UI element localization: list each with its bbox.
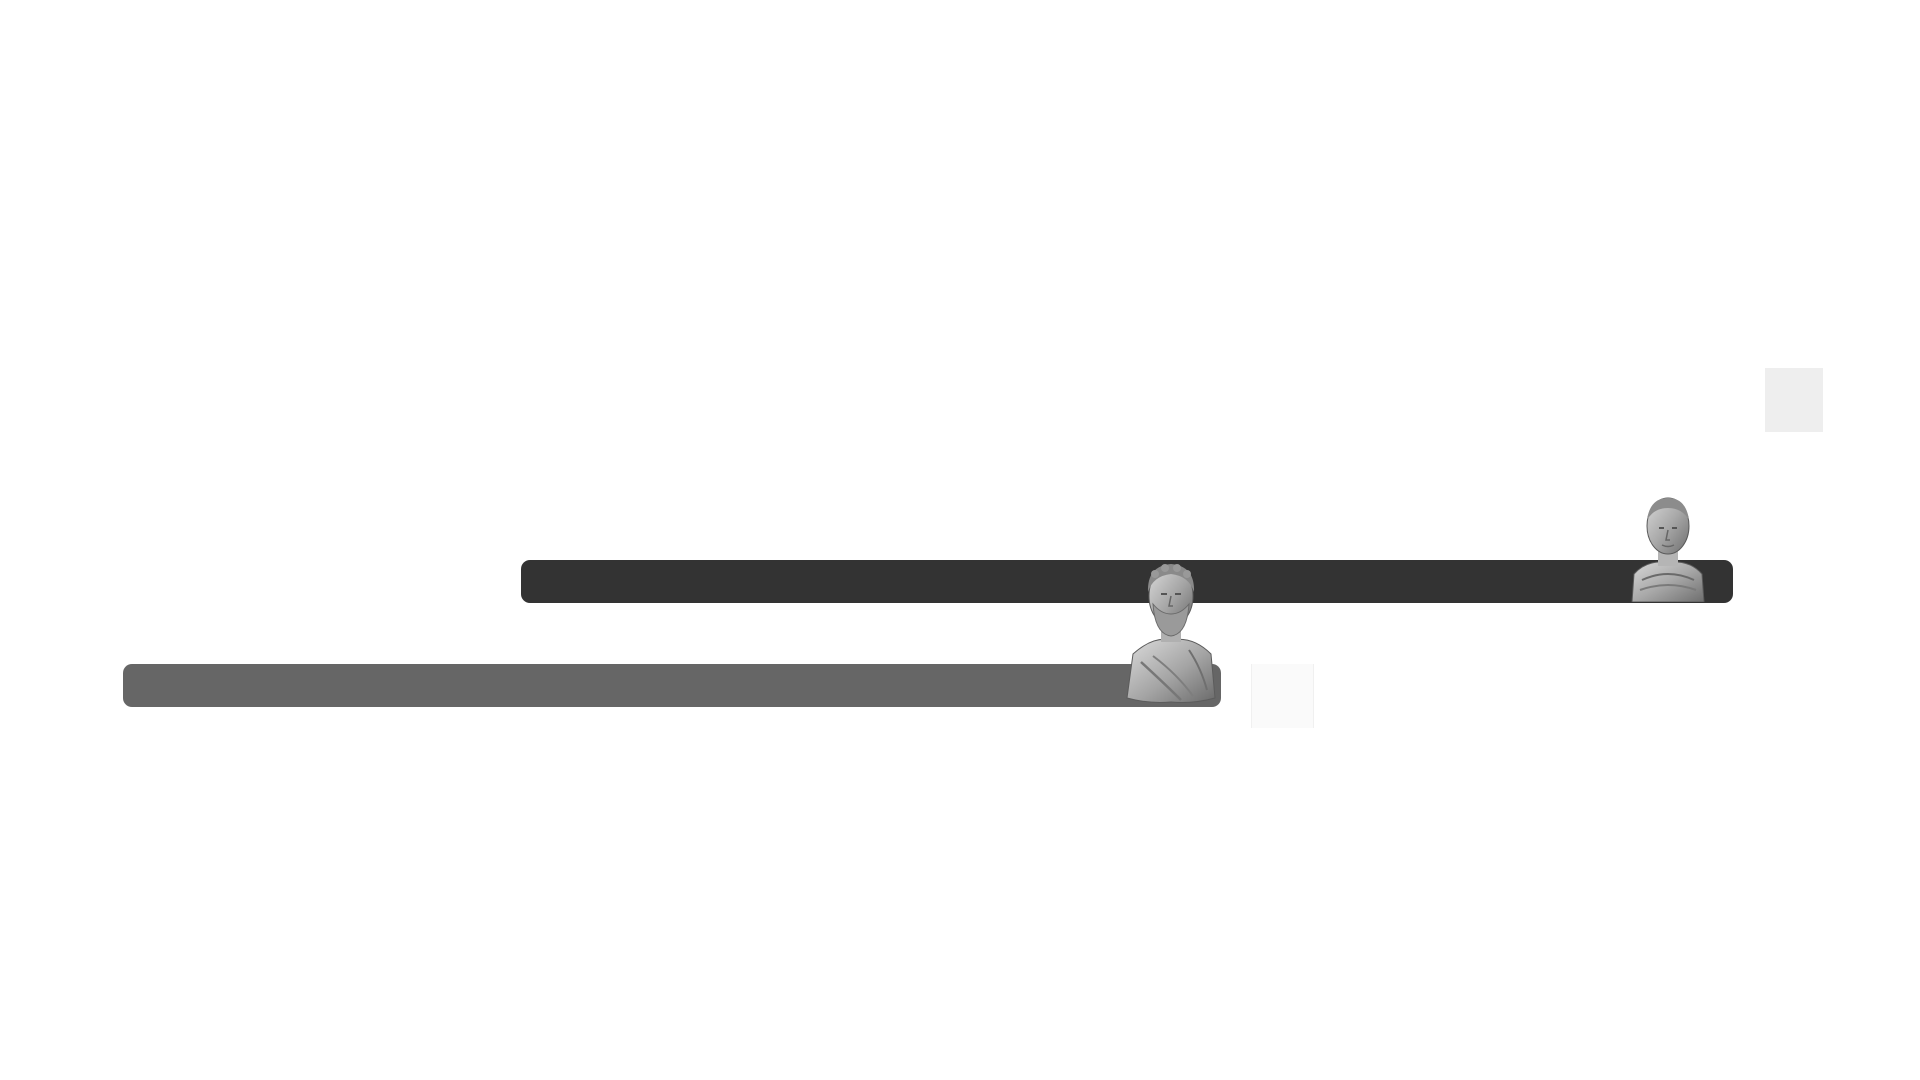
- timeline-bar-upper[interactable]: [521, 560, 1733, 603]
- emperor-bust-icon[interactable]: [1626, 490, 1710, 602]
- emperor-bust-svg: [1631, 497, 1705, 602]
- philosopher-bust-icon[interactable]: [1123, 558, 1219, 704]
- philosopher-bust-svg: [1126, 564, 1216, 703]
- placeholder-box: [1251, 664, 1314, 728]
- side-button[interactable]: [1765, 368, 1823, 432]
- timeline-bar-lower[interactable]: [123, 664, 1221, 707]
